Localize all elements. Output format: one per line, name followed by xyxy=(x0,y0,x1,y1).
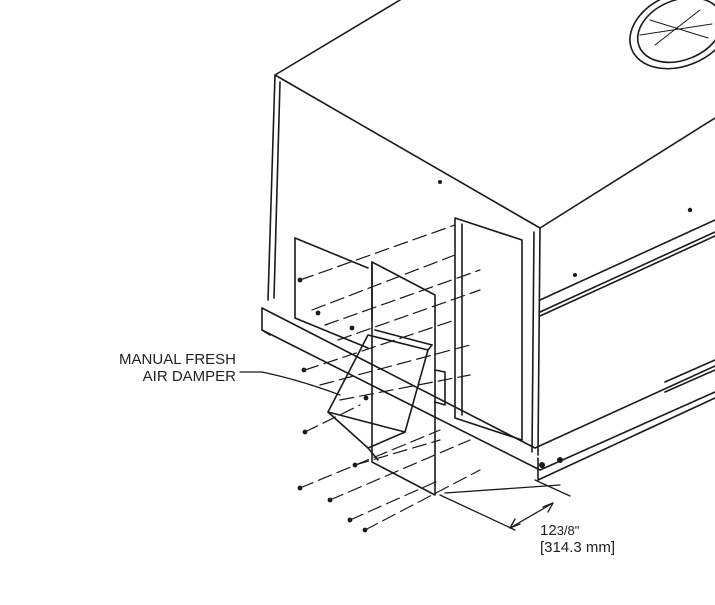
fresh-air-opening-frame xyxy=(434,217,523,441)
return-air-opening-panel xyxy=(294,237,369,349)
dimension-imperial-whole: 12 xyxy=(540,522,557,539)
dimension-label: 123/8" [314.3 mm] xyxy=(540,522,615,556)
dimension-imperial-fraction: 3/8" xyxy=(556,523,580,538)
dimension-line xyxy=(439,479,571,531)
explosion-dashed-lines xyxy=(299,224,481,531)
damper-mounting-plate xyxy=(371,261,436,496)
dimension-imperial: 123/8" xyxy=(540,522,615,539)
condenser-fan-guard xyxy=(629,0,715,70)
callout-leader-line xyxy=(239,371,341,396)
mounting-screws xyxy=(297,277,369,533)
callout-line-2: AIR DAMPER xyxy=(142,368,236,385)
rooftop-unit-cabinet xyxy=(261,0,715,481)
callout-line-1: MANUAL FRESH xyxy=(119,351,236,368)
dimension-metric: [314.3 mm] xyxy=(540,539,616,556)
manual-fresh-air-damper-callout: MANUAL FRESH AIR DAMPER xyxy=(78,351,236,385)
